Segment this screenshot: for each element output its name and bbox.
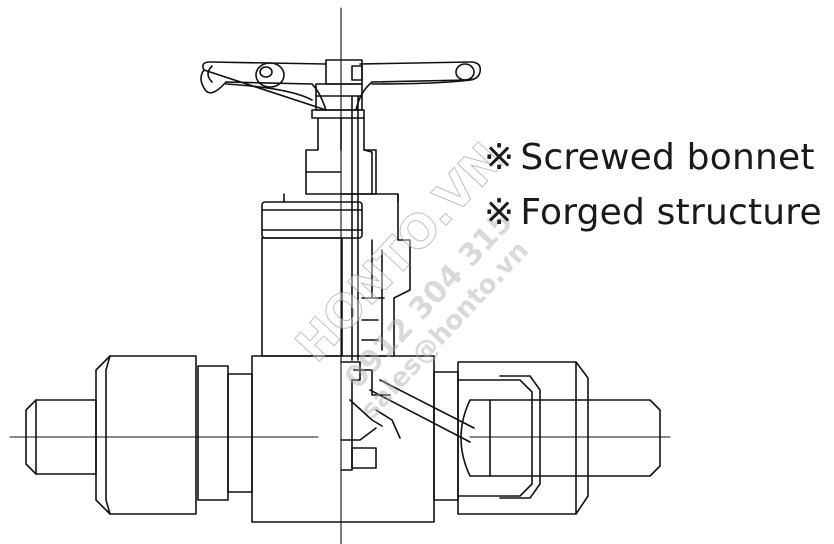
feature-label: Screwed bonnet xyxy=(520,137,815,178)
right-union xyxy=(433,361,661,515)
valve-body xyxy=(251,355,475,523)
reference-mark: ※ xyxy=(484,192,515,233)
reference-mark: ※ xyxy=(484,137,515,178)
feature-screwed-bonnet: ※Screwed bonnet xyxy=(484,137,815,178)
feature-label: Forged structure xyxy=(520,192,822,233)
bonnet-body xyxy=(261,193,411,357)
feature-forged-structure: ※Forged structure xyxy=(484,192,822,233)
handwheel xyxy=(200,61,482,111)
left-union xyxy=(25,355,253,515)
stem-nut xyxy=(311,59,365,361)
